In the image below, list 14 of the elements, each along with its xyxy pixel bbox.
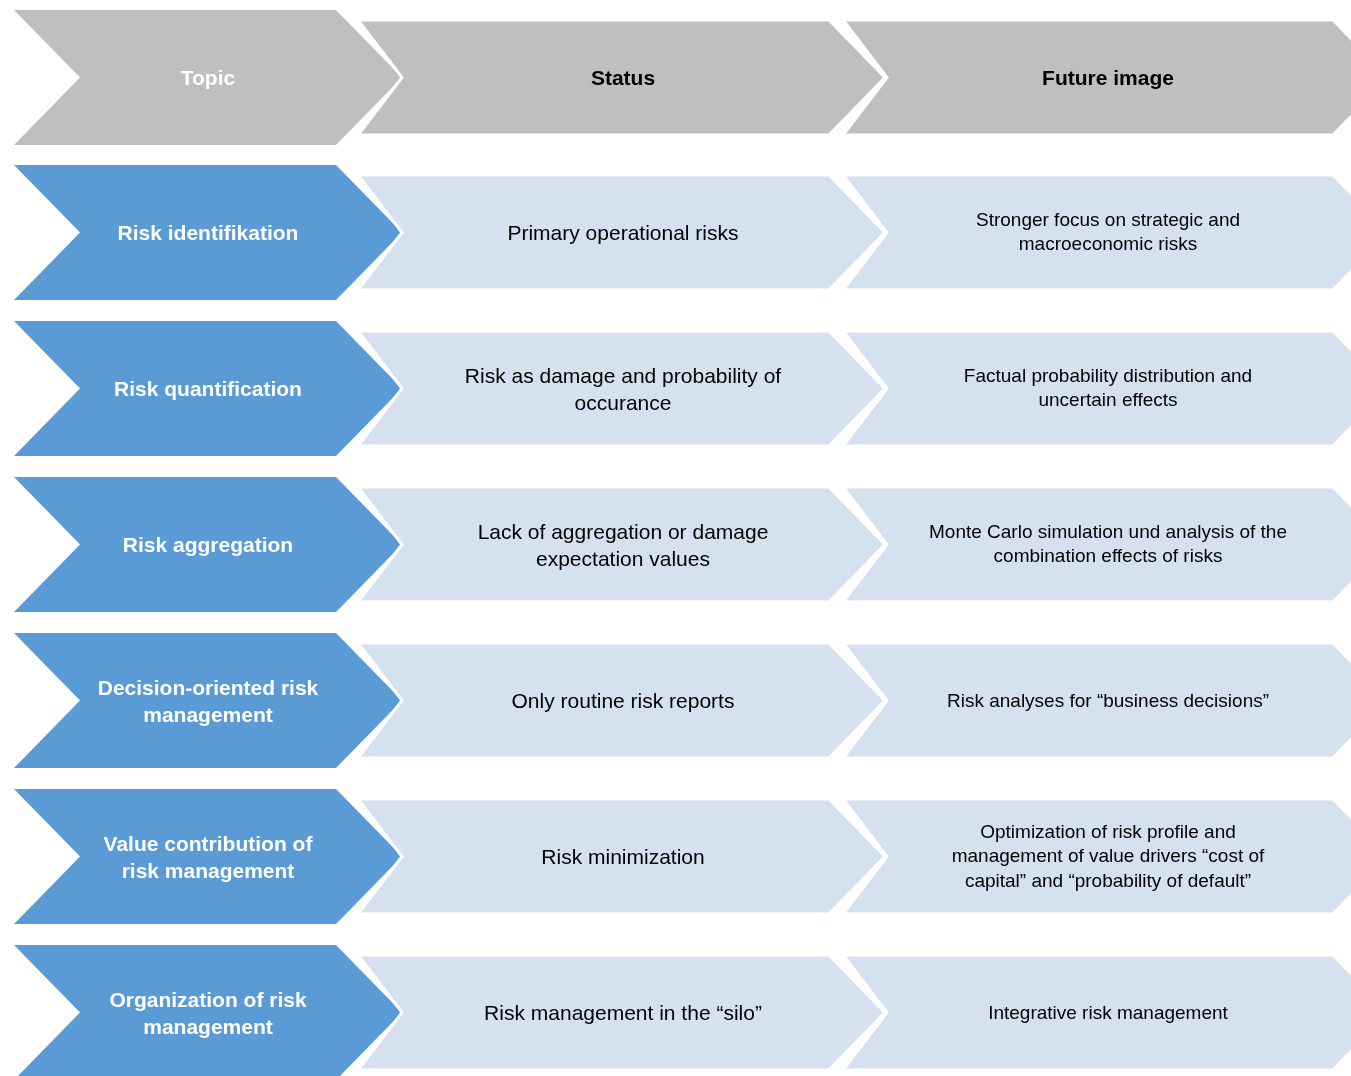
topic-label: Risk quantification <box>113 375 303 402</box>
future-text: Risk analyses for “business decisions” <box>945 688 1271 713</box>
future-text: Optimization of risk profile and management of value drivers “cost of capital” and “probability of default” <box>950 819 1266 893</box>
future-text: Monte Carlo simulation und analysis of the combination effects of risks <box>928 519 1288 569</box>
future-text: Factual probability distribution and uncertain effects <box>962 363 1254 413</box>
topic-label: Risk aggregation <box>121 531 295 558</box>
topic-label: Risk identifikation <box>116 219 300 246</box>
future-text: Integrative risk management <box>987 1000 1229 1025</box>
topic-label: Value contribution of risk management <box>102 830 314 884</box>
topic-label: Organization of risk management <box>108 986 308 1040</box>
column-header: Future image <box>1041 64 1175 91</box>
topic-label: Decision-oriented risk management <box>96 674 320 728</box>
column-header: Topic <box>179 64 237 91</box>
future-text: Stronger focus on strategic and macroeconomic risks <box>974 207 1241 257</box>
